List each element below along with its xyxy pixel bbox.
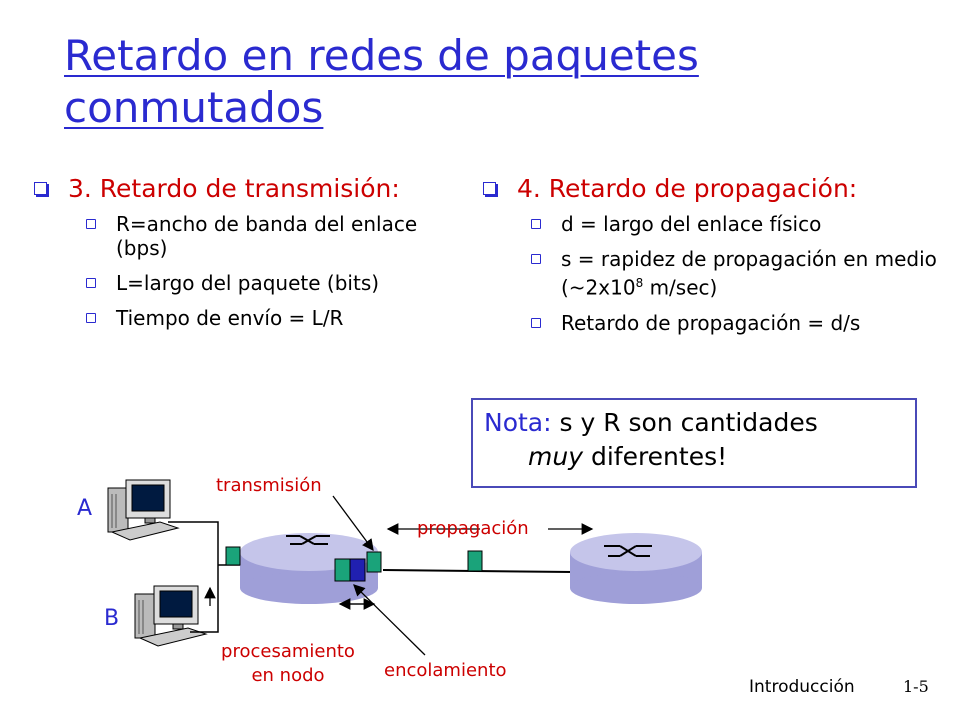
page-number: 1-5 xyxy=(903,677,929,696)
list-item: L=largo del paquete (bits) xyxy=(86,271,450,295)
propagating-packet-icon xyxy=(467,550,483,572)
host-a-label: A xyxy=(77,496,93,521)
access-links xyxy=(168,521,219,633)
transmission-heading-row: 3. Retardo de transmisión: xyxy=(30,172,450,206)
note-box: Nota: s y R son cantidades muy diferente… xyxy=(471,398,917,488)
processing-label: procesamiento en nodo xyxy=(221,641,355,686)
propagation-heading: 4. Retardo de propagación: xyxy=(517,174,858,203)
list-item: Retardo de propagación = d/s xyxy=(531,311,949,335)
transmission-section: 3. Retardo de transmisión: R=ancho de ba… xyxy=(30,172,450,341)
transmission-arrow xyxy=(332,495,374,552)
list-item: R=ancho de banda del enlace (bps) xyxy=(86,212,450,260)
computer-a-icon xyxy=(107,479,180,541)
checkbox-bullet-icon xyxy=(483,182,496,195)
list-item: d = largo del enlace físico xyxy=(531,212,949,236)
square-bullet-icon xyxy=(531,254,541,264)
propagation-heading-row: 4. Retardo de propagación: xyxy=(479,172,949,206)
page-title: Retardo en redes de paquetes conmutados xyxy=(64,31,699,132)
checkbox-bullet-icon xyxy=(34,182,47,195)
square-bullet-icon xyxy=(86,313,96,323)
square-bullet-icon xyxy=(531,317,541,328)
note-lead: Nota: xyxy=(484,408,552,437)
square-bullet-icon xyxy=(531,219,541,229)
footer-section: Introducción xyxy=(749,677,855,697)
host-b-label: B xyxy=(104,606,120,631)
queueing-label: encolamiento xyxy=(384,660,507,681)
transmission-list: R=ancho de banda del enlace (bps) L=larg… xyxy=(86,212,450,330)
queued-packet-icon xyxy=(349,558,366,582)
transmitting-packet-icon xyxy=(366,551,382,573)
transmission-heading: 3. Retardo de transmisión: xyxy=(68,174,400,203)
list-item: Tiempo de envío = L/R xyxy=(86,306,450,330)
list-item: s = rapidez de propagación en medio (~2x… xyxy=(531,247,949,300)
packet-icon xyxy=(225,546,241,566)
queueing-pointer-arrow xyxy=(353,584,426,656)
note-emphasis: muy xyxy=(528,442,583,471)
square-bullet-icon xyxy=(86,219,96,229)
transmission-label: transmisión xyxy=(216,475,322,496)
computer-b-icon xyxy=(134,585,208,647)
router-right-icon xyxy=(570,533,702,604)
propagation-label: propagación xyxy=(417,518,529,539)
queued-packet-icon xyxy=(334,558,351,582)
propagation-list: d = largo del enlace físico s = rapidez … xyxy=(531,212,949,335)
square-bullet-icon xyxy=(86,278,96,288)
propagation-section: 4. Retardo de propagación: d = largo del… xyxy=(479,172,949,346)
